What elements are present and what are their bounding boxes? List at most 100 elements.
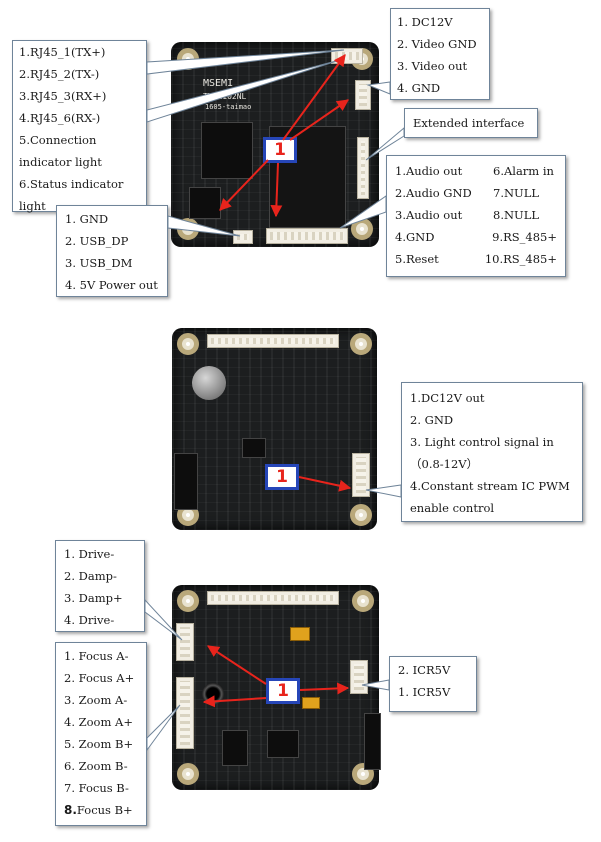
rj45-connector — [331, 48, 363, 64]
callout-line: （0.8-12V） — [410, 457, 479, 471]
side-component — [174, 453, 198, 510]
callout-line: 1.DC12V out — [410, 391, 485, 405]
pin-label: 1.Audio out — [395, 164, 463, 178]
pin-row: 2.Audio GND 7.NULL — [395, 182, 557, 204]
callout-line: 1. DC12V — [397, 15, 453, 29]
mount-hole — [177, 218, 199, 240]
ic-chip — [267, 730, 299, 758]
mount-hole — [351, 218, 373, 240]
callout-line: 4.RJ45_6(RX-) — [19, 111, 101, 125]
callout-line: 4. Drive- — [64, 613, 115, 627]
callout-line: 5.Connection — [19, 133, 97, 147]
icr-pinout-callout: 2. ICR5V 1. ICR5V — [389, 656, 477, 712]
pin-label: 5.Reset — [395, 252, 439, 266]
callout-line: light — [19, 199, 46, 213]
extended-connector — [357, 137, 369, 199]
capacitor — [302, 697, 320, 709]
callout-line: 3. Light control signal in — [410, 435, 554, 449]
mount-hole — [350, 333, 372, 355]
pin-label: 6.Alarm in — [493, 164, 554, 178]
callout-line: 4. GND — [397, 81, 441, 95]
ic-chip — [242, 438, 266, 458]
pin-label: 4.GND — [395, 230, 435, 244]
rj45-pinout-callout: 1.RJ45_1(TX+) 2.RJ45_2(TX-) 3.RJ45_3(RX+… — [12, 40, 147, 213]
usb-pinout-callout: 1. GND 2. USB_DP 3. USB_DM 4. 5V Power o… — [56, 205, 168, 297]
board-model-text: TMS1102NL — [203, 92, 247, 101]
pin-label: 7.NULL — [493, 186, 539, 200]
pin-row: 3.Audio out 8.NULL — [395, 204, 557, 226]
top-connector — [207, 591, 339, 605]
pin-row: 4.GND 9.RS_485+ — [395, 226, 557, 248]
callout-line: 6.Status indicator — [19, 177, 124, 191]
callout-line: enable control — [410, 501, 495, 515]
callout-line: 2. Video GND — [397, 37, 477, 51]
lens-connector — [176, 677, 194, 749]
lens-element — [202, 683, 224, 705]
light-control-callout: 1.DC12V out 2. GND 3. Light control sign… — [401, 382, 583, 522]
callout-line: 1. Drive- — [64, 547, 115, 561]
callout-line: 1. GND — [65, 212, 109, 226]
pin-label: 3.Audio out — [395, 208, 463, 222]
last-pin-text: Focus B+ — [76, 803, 133, 817]
focus-zoom-callout: 1. Focus A- 2. Focus A+ 3. Zoom A- 4. Zo… — [55, 642, 147, 826]
icr-connector — [350, 660, 368, 694]
mount-hole — [177, 333, 199, 355]
callout-line: 1. Focus A- — [64, 649, 129, 663]
usb-connector — [233, 230, 253, 244]
last-pin-number: 8. — [64, 803, 77, 817]
board-sub-text: 1605-taimao — [205, 103, 252, 111]
callout-line: 2. Focus A+ — [64, 671, 135, 685]
light-board-photo — [172, 328, 377, 530]
ic-chip — [222, 730, 248, 766]
pin-row: 1.Audio out 6.Alarm in — [395, 160, 557, 182]
power-video-connector — [355, 80, 371, 110]
pin-label: 10.RS_485+ — [484, 252, 557, 266]
callout-line: 5. Zoom B+ — [64, 737, 134, 751]
callout-line: 3. USB_DM — [65, 256, 133, 270]
side-component — [364, 713, 381, 770]
callout-line: 2. Damp- — [64, 569, 117, 583]
board-brand-text: MSEMI — [203, 78, 234, 89]
callout-line: 3.RJ45_3(RX+) — [19, 89, 107, 103]
coin-battery — [192, 366, 226, 400]
callout-line: 3. Video out — [397, 59, 468, 73]
callout-line: 7. Focus B- — [64, 781, 129, 795]
ic-chip — [189, 187, 221, 219]
extended-interface-label: Extended interface — [404, 108, 538, 138]
top-connector — [207, 334, 339, 348]
mount-hole — [177, 763, 199, 785]
pin-label: 9.RS_485+ — [492, 230, 557, 244]
marker-badge: 1 — [266, 678, 300, 704]
pin-label: 8.NULL — [493, 208, 539, 222]
marker-badge: 1 — [265, 464, 299, 490]
callout-line: 1.RJ45_1(TX+) — [19, 45, 106, 59]
callout-line: 2. GND — [410, 413, 454, 427]
callout-line: indicator light — [19, 155, 102, 169]
callout-line: 4. Zoom A+ — [64, 715, 133, 729]
callout-line: 1. ICR5V — [398, 685, 451, 699]
callout-line: 3. Damp+ — [64, 591, 123, 605]
light-connector — [352, 453, 370, 497]
callout-line: 3. Zoom A- — [64, 693, 128, 707]
drive-connector — [176, 623, 194, 661]
mount-hole — [350, 504, 372, 526]
drive-pinout-callout: 1. Drive- 2. Damp- 3. Damp+ 4. Drive- — [55, 540, 145, 632]
pin-row: 5.Reset 10.RS_485+ — [395, 248, 557, 270]
callout-line: 4. 5V Power out — [65, 278, 158, 292]
capacitor — [290, 627, 310, 641]
pin-label: 2.Audio GND — [395, 186, 472, 200]
callout-line: 2.RJ45_2(TX-) — [19, 67, 100, 81]
callout-line: 2. USB_DP — [65, 234, 129, 248]
bottom-connector — [266, 228, 348, 244]
ic-chip — [201, 122, 253, 179]
callout-line: 2. ICR5V — [398, 663, 451, 677]
mount-hole — [177, 590, 199, 612]
extended-interface-title: Extended interface — [413, 116, 525, 130]
power-video-callout: 1. DC12V 2. Video GND 3. Video out 4. GN… — [390, 8, 490, 100]
mount-hole — [177, 48, 199, 70]
callout-line-last: 8.Focus B+ — [64, 799, 138, 821]
callout-line: 6. Zoom B- — [64, 759, 128, 773]
callout-line: 4.Constant stream IC PWM — [410, 479, 570, 493]
marker-badge: 1 — [263, 137, 297, 163]
